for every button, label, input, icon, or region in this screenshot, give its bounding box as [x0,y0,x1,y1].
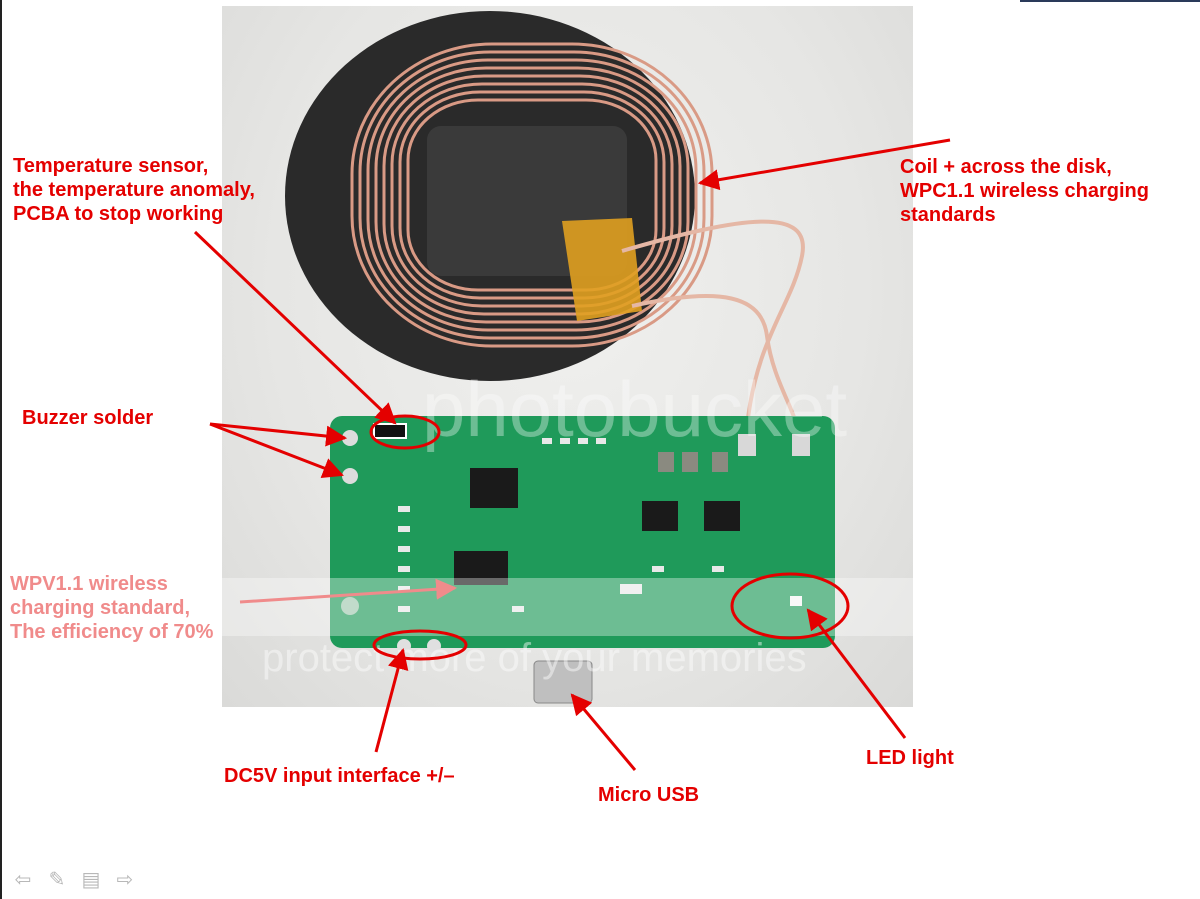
label-buzzer: Buzzer solder [22,407,154,429]
window-edge [0,0,2,899]
copper-coil [350,42,714,348]
ic-u1 [470,468,518,508]
label-micro-usb: Micro USB [598,784,700,806]
back-arrow-icon[interactable]: ⇦ [14,867,32,891]
mosfet-q2 [642,501,678,531]
label-wpv: WPV1.1 wireless charging standard, The e… [10,573,214,643]
window-top-edge [1020,0,1200,2]
slide-navigation: ⇦ ✎ ▤ ⇨ [12,868,136,890]
coil-lead-2 [631,294,799,427]
ic-u2 [454,551,508,585]
kapton-tape [562,218,642,321]
label-coil: Coil + across the disk, WPC1.1 wireless … [900,156,1149,226]
forward-arrow-icon[interactable]: ⇨ [116,867,134,891]
mosfet-q1 [704,501,740,531]
label-dc5v: DC5V input interface +/– [224,765,455,787]
label-led: LED light [866,747,954,769]
watermark-text: photobucket [422,365,847,453]
pen-icon[interactable]: ✎ [48,867,66,891]
temperature-sensor [373,423,407,439]
product-photo: photobucket protect more of your memorie… [222,6,913,707]
coil-lead-1 [621,219,805,427]
label-temperature-sensor: Temperature sensor, the temperature anom… [13,155,255,225]
micro-usb-port [533,660,593,704]
slides-icon[interactable]: ▤ [81,867,101,891]
watermark-tagline: protect more of your memories [262,636,807,680]
